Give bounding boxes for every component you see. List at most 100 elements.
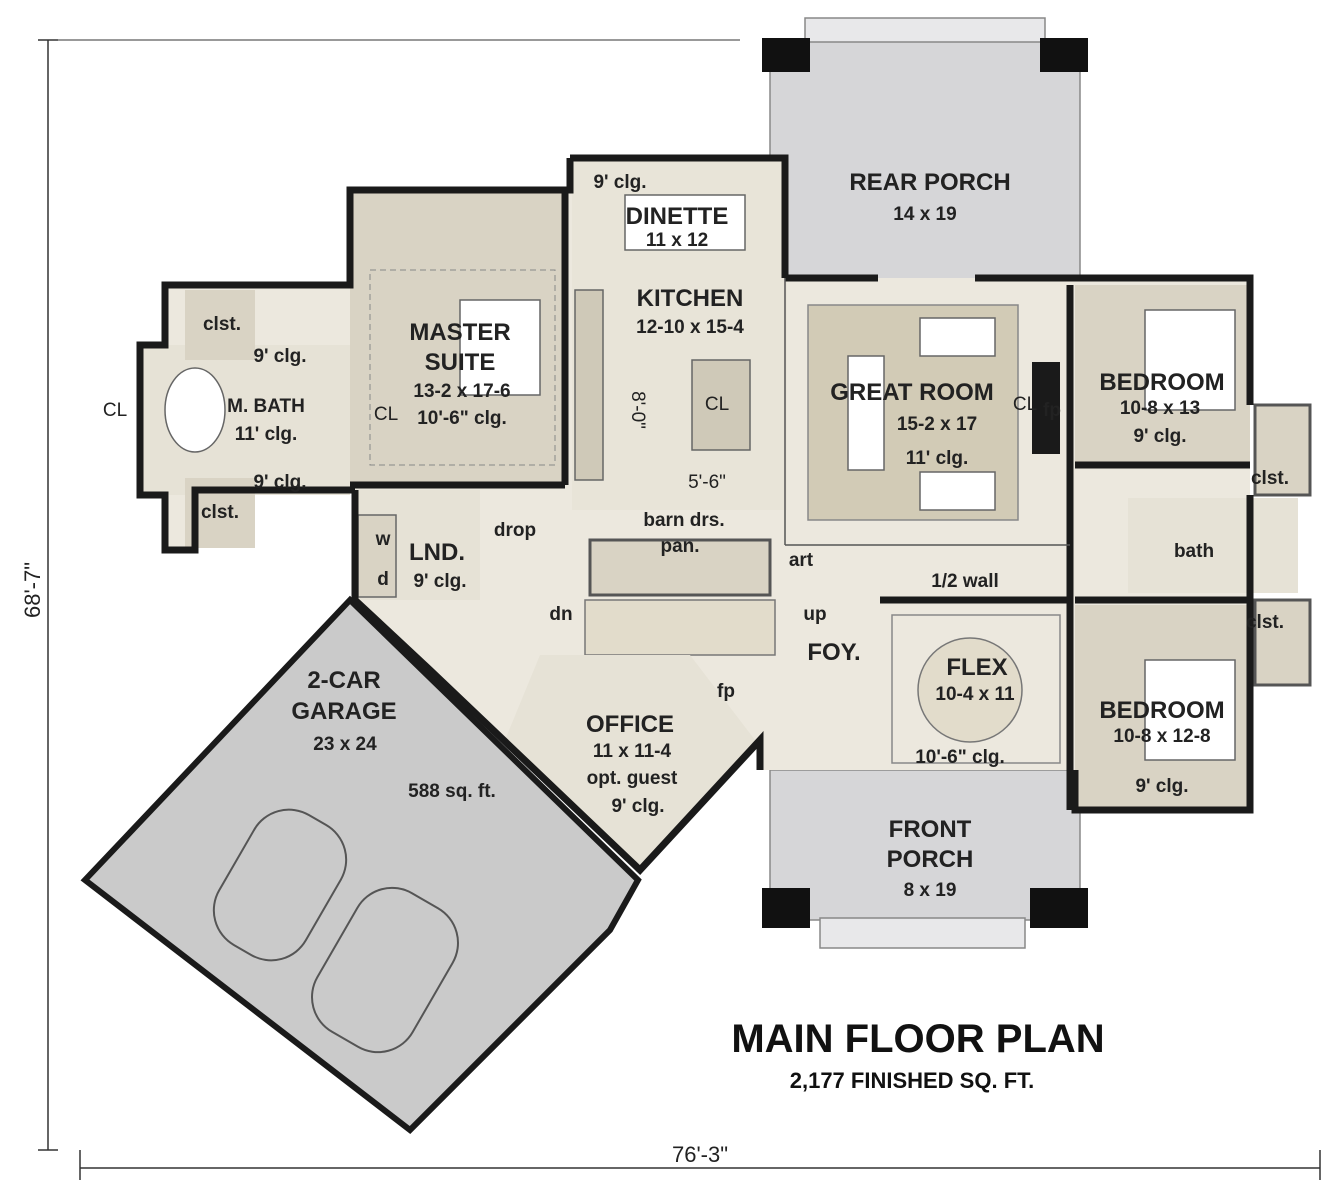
dimension-lines — [38, 39, 1321, 1180]
barn-doors-label: barn drs. — [643, 510, 724, 531]
dinette-size: 11 x 12 — [646, 230, 708, 251]
great-room-fireplace-label: fp — [1043, 400, 1061, 421]
laundry-ceiling: 9' clg. — [413, 571, 466, 592]
m-bath-closet-top-label: clst. — [203, 314, 241, 335]
garage-floor — [80, 595, 642, 1134]
front-porch-cap — [819, 917, 1026, 949]
bed-icon — [459, 299, 541, 396]
column-icon — [762, 38, 810, 72]
flex-ceiling: 10'-6" clg. — [915, 747, 1005, 768]
kitchen-centerline: CL — [705, 394, 729, 415]
dryer-label: d — [377, 569, 389, 590]
great-room-ceiling: 11' clg. — [906, 448, 969, 469]
office-name: OFFICE — [586, 711, 674, 738]
m-bath-closet-top — [185, 290, 255, 360]
rear-porch-size: 14 x 19 — [893, 204, 956, 225]
flex-size: 10-4 x 11 — [935, 684, 1015, 705]
plan-title: MAIN FLOOR PLAN — [731, 1017, 1104, 1061]
bedroom1-size: 10-8 x 13 — [1120, 398, 1200, 419]
column-icon — [1040, 38, 1088, 72]
great-room-size: 15-2 x 17 — [897, 414, 977, 435]
master-suite-size: 13-2 x 17-6 — [413, 381, 510, 402]
stairs — [584, 599, 776, 656]
bath-room — [1128, 498, 1298, 593]
bedroom2-closet-label: clst. — [1246, 612, 1284, 633]
bedroom2-size: 10-8 x 12-8 — [1113, 726, 1210, 747]
sofa-icon — [847, 355, 885, 471]
bed-icon — [1144, 659, 1236, 761]
pantry-label: pan. — [660, 536, 699, 557]
office-size: 11 x 11-4 — [593, 741, 672, 762]
office-room — [505, 655, 755, 870]
front-porch-size: 8 x 19 — [904, 880, 957, 901]
stairs-up-label: up — [803, 604, 826, 625]
fireplace-icon — [1032, 362, 1060, 454]
dinette-table-icon — [624, 194, 746, 251]
bedroom1-closet — [1253, 403, 1312, 497]
garage-name-1: 2-CAR — [307, 667, 380, 694]
master-suite-centerline: CL — [374, 404, 398, 425]
m-bath-lower-ceiling: 9' clg. — [253, 472, 306, 493]
garage-size: 23 x 24 — [313, 734, 377, 755]
m-bath-name: M. BATH — [227, 396, 305, 417]
column-icon — [1030, 888, 1088, 928]
office-fireplace-label: fp — [717, 681, 735, 702]
rear-porch-floor — [769, 39, 1081, 281]
office-note: opt. guest — [587, 768, 678, 789]
office-ceiling: 9' clg. — [611, 796, 664, 817]
front-porch-name-1: FRONT — [889, 816, 972, 843]
front-porch-name-2: PORCH — [887, 846, 974, 873]
m-bath-closet-bottom-label: clst. — [201, 502, 239, 523]
sofa-icon — [919, 471, 996, 511]
rear-porch-name: REAR PORCH — [849, 169, 1010, 196]
flex-name: FLEX — [946, 654, 1007, 681]
great-room-centerline: CL — [1013, 394, 1037, 415]
bedroom1-ceiling: 9' clg. — [1133, 426, 1186, 447]
rear-porch-cap — [804, 17, 1046, 43]
kitchen-island-width: 5'-6" — [688, 472, 726, 493]
walls — [136, 154, 1254, 875]
pantry — [588, 538, 772, 597]
bedroom2-closet — [1253, 598, 1312, 687]
flex-rug — [891, 614, 1061, 764]
bedroom1-closet-label: clst. — [1251, 468, 1289, 489]
laundry-name: LND. — [409, 539, 465, 566]
bed-icon — [1144, 309, 1236, 411]
master-suite-name-1: MASTER — [409, 319, 510, 346]
width-dimension: 76'-3" — [672, 1142, 728, 1167]
m-bath-upper-ceiling: 9' clg. — [253, 346, 306, 367]
bedroom2-name: BEDROOM — [1099, 697, 1224, 724]
garage-name-2: GARAGE — [291, 698, 396, 725]
master-suite-name-2: SUITE — [425, 349, 496, 376]
m-bath-centerline: CL — [103, 400, 127, 421]
bathtub-icon — [164, 367, 226, 453]
bath-name: bath — [1174, 541, 1214, 562]
dinette-name: DINETTE — [626, 203, 729, 230]
bedroom1-name: BEDROOM — [1099, 369, 1224, 396]
kitchen-island-icon — [691, 359, 751, 451]
washer-label: w — [375, 529, 391, 550]
half-wall-label: 1/2 wall — [931, 571, 999, 592]
kitchen-island-length: 8'-0" — [627, 391, 648, 429]
sofa-icon — [919, 317, 996, 357]
master-suite-ceiling: 10'-6" clg. — [417, 408, 507, 429]
art-niche-label: art — [789, 550, 814, 571]
washer-dryer-icon — [357, 514, 397, 598]
garage-area: 588 sq. ft. — [408, 781, 496, 802]
column-icon — [762, 888, 810, 928]
plan-subtitle: 2,177 FINISHED SQ. FT. — [790, 1068, 1035, 1093]
bedroom2-ceiling: 9' clg. — [1135, 776, 1188, 797]
rear-porch-labels: REAR PORCH 14 x 19 — [849, 169, 1010, 225]
drop-zone-label: drop — [494, 520, 536, 541]
foyer-name: FOY. — [807, 639, 860, 666]
kitchen-room — [572, 270, 787, 510]
depth-dimension: 68'-7" — [20, 562, 45, 618]
master-suite-inner — [369, 269, 556, 466]
kitchen-counter-icon — [574, 289, 604, 481]
car-icon — [212, 808, 459, 1054]
kitchen-name: KITCHEN — [637, 285, 744, 312]
great-room-name: GREAT ROOM — [830, 379, 994, 406]
stairs-down-label: dn — [549, 604, 572, 625]
flex-table-icon — [917, 637, 1023, 743]
